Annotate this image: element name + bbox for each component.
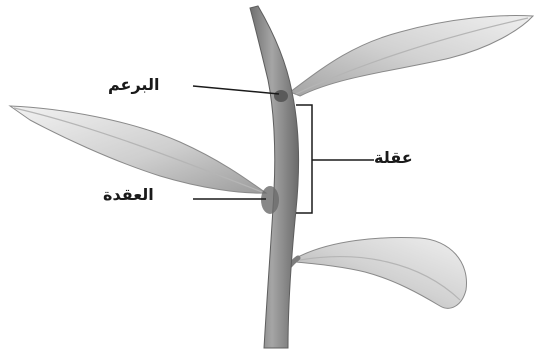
left-leaf <box>10 106 266 193</box>
node-label: العقدة <box>103 187 154 203</box>
upper-right-leaf <box>290 16 533 96</box>
bud-label: البرعم <box>108 77 159 93</box>
node-swelling <box>261 186 279 214</box>
internode-label: عقلة <box>374 150 413 166</box>
bud <box>274 90 288 102</box>
bud-pointer-line <box>193 86 279 94</box>
stem <box>250 6 299 348</box>
lower-right-leaf <box>296 238 467 309</box>
